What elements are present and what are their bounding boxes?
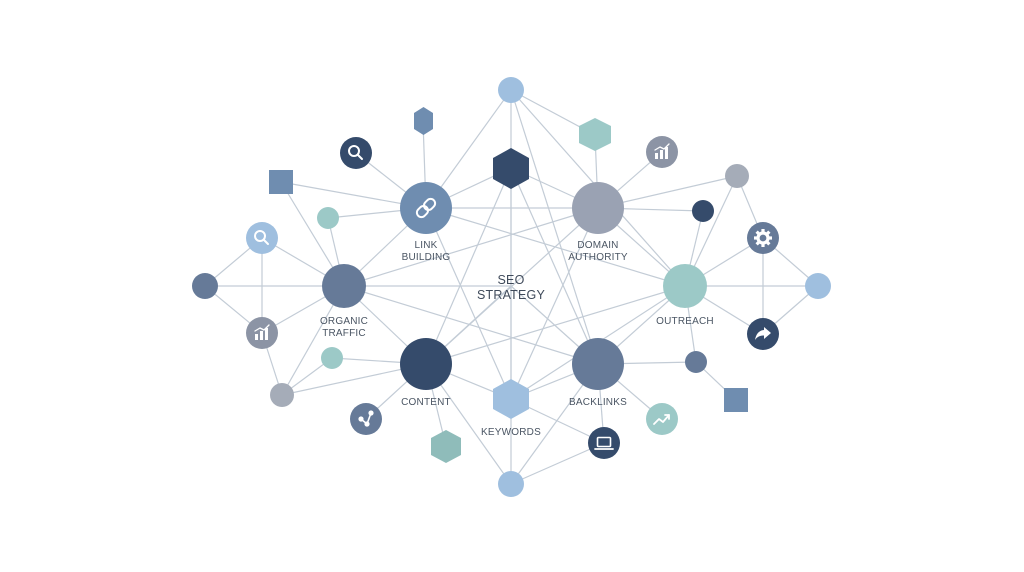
- connection-line: [425, 285, 686, 365]
- circle-node-teal-left-bottom: [321, 347, 343, 369]
- hex-node-teal-bottom: [431, 430, 461, 463]
- backlinks-label: BACKLINKS: [569, 397, 627, 408]
- icons: [254, 143, 772, 450]
- hex-node-top: [414, 107, 433, 135]
- trend-icon: [653, 414, 670, 425]
- outreach-label: OUTREACH: [656, 316, 714, 327]
- circle-node-bottom: [498, 471, 524, 497]
- nodes: [192, 77, 831, 497]
- domain-authority-label-line1: DOMAIN: [577, 240, 618, 251]
- circle-node-far-left: [192, 273, 218, 299]
- content-label: CONTENT: [401, 397, 451, 408]
- trend-node: [646, 403, 678, 435]
- gear-icon: [754, 229, 772, 247]
- outreach-node: [663, 264, 707, 308]
- domain-authority-label-line2: AUTHORITY: [568, 252, 628, 263]
- domain-authority-node: [572, 182, 624, 234]
- square-node-left: [269, 170, 293, 194]
- organic-traffic-label-line2: TRAFFIC: [322, 328, 366, 339]
- connection-line: [425, 207, 512, 400]
- chart-icon: [254, 324, 270, 340]
- connection-line: [510, 207, 599, 400]
- backlinks-node: [572, 338, 624, 390]
- share-node: [350, 403, 382, 435]
- connection-line: [425, 167, 512, 365]
- share-arrow-icon: [755, 327, 771, 340]
- link-building-label-line2: BUILDING: [402, 252, 451, 263]
- hex-node-center-top: [493, 148, 529, 189]
- search-icon: [348, 145, 363, 160]
- connection-line: [510, 442, 605, 485]
- connection-line: [510, 89, 599, 365]
- circle-node-navy-right: [692, 200, 714, 222]
- share-icon: [358, 410, 374, 427]
- center-label-line2: STRATEGY: [477, 288, 546, 302]
- square-node-right: [724, 388, 748, 412]
- center-label-line1: SEO: [498, 273, 525, 287]
- search-node-left: [246, 222, 278, 254]
- labels: SEO STRATEGY LINK BUILDING DOMAIN AUTHOR…: [320, 240, 714, 438]
- link-building-label-line1: LINK: [414, 240, 437, 251]
- connection-line: [343, 285, 599, 365]
- circle-node-top: [498, 77, 524, 103]
- organic-traffic-node: [322, 264, 366, 308]
- laptop-node: [588, 427, 620, 459]
- circle-node-slate-right: [685, 351, 707, 373]
- circle-node-teal-left-top: [317, 207, 339, 229]
- hex-node-keywords: [493, 379, 529, 419]
- connection-line: [343, 207, 599, 287]
- content-node: [400, 338, 452, 390]
- circle-node-gray-right: [725, 164, 749, 188]
- search-icon: [254, 230, 269, 245]
- link-icon: [415, 197, 437, 219]
- organic-traffic-label-line1: ORGANIC: [320, 316, 368, 327]
- laptop-icon: [594, 436, 614, 450]
- connection-line: [510, 167, 599, 365]
- keywords-label: KEYWORDS: [481, 427, 541, 438]
- hex-node-teal-top: [579, 118, 611, 151]
- chart-icon: [654, 143, 670, 159]
- circle-node-gray-left: [270, 383, 294, 407]
- search-node-top: [340, 137, 372, 169]
- circle-node-far-right: [805, 273, 831, 299]
